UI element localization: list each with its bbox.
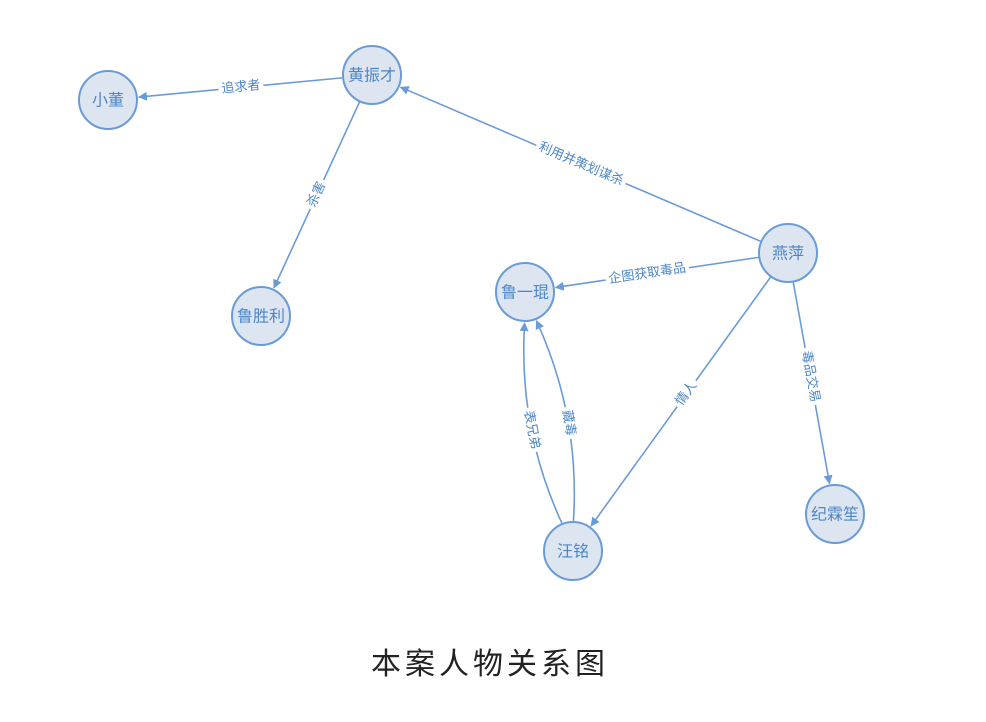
node-huangzhencai[interactable]: 黄振才 xyxy=(342,45,402,105)
edge-label-group: 毒品交易 xyxy=(796,346,825,407)
edge-label-background xyxy=(302,176,332,213)
node-label: 黄振才 xyxy=(348,66,396,85)
edge-label: 藏毒 xyxy=(559,409,578,437)
node-circle[interactable] xyxy=(78,70,138,130)
edge-label-background xyxy=(669,375,704,412)
edge-label-group: 藏毒 xyxy=(556,405,580,441)
edge-label-group: 追求者 xyxy=(217,76,265,99)
node-xiaodong[interactable]: 小董 xyxy=(78,70,138,130)
node-yanping[interactable]: 燕萍 xyxy=(758,223,818,283)
edge-label: 表兄弟 xyxy=(520,409,542,450)
diagram-caption: 本案人物关系图 xyxy=(371,647,609,682)
node-label: 鲁一琨 xyxy=(501,283,549,302)
edge-label-background xyxy=(796,346,825,407)
node-label: 燕萍 xyxy=(772,244,804,263)
node-circle[interactable] xyxy=(543,521,603,581)
node-jilinsheng[interactable]: 纪霖笙 xyxy=(805,484,865,544)
node-circle[interactable] xyxy=(805,484,865,544)
node-circle[interactable] xyxy=(342,45,402,105)
edge-label-background xyxy=(604,258,691,289)
node-circle[interactable] xyxy=(758,223,818,283)
node-label: 小董 xyxy=(92,91,124,110)
node-label: 汪铭 xyxy=(557,542,589,561)
node-label: 纪霖笙 xyxy=(811,505,859,524)
node-circle[interactable] xyxy=(495,262,555,322)
node-circle[interactable] xyxy=(231,286,291,346)
edge-label-group: 利用并策划谋杀 xyxy=(532,137,630,192)
node-wangming[interactable]: 汪铭 xyxy=(543,521,603,581)
node-label: 鲁胜利 xyxy=(237,307,285,326)
edge-label-background xyxy=(217,76,265,99)
edge-label-background xyxy=(556,405,580,441)
edge-label-group: 企图获取毒品 xyxy=(604,258,691,289)
edge-label-background xyxy=(532,137,630,192)
node-luyikun[interactable]: 鲁一琨 xyxy=(495,262,555,322)
edge-label-group: 表兄弟 xyxy=(518,406,545,454)
node-lushengli[interactable]: 鲁胜利 xyxy=(231,286,291,346)
edge-label: 追求者 xyxy=(221,77,261,97)
edge-label-background xyxy=(518,406,545,454)
edge-label-group: 情人 xyxy=(669,375,704,412)
edge-label: 利用并策划谋杀 xyxy=(536,139,626,190)
edge-label-group: 杀害 xyxy=(302,176,332,213)
